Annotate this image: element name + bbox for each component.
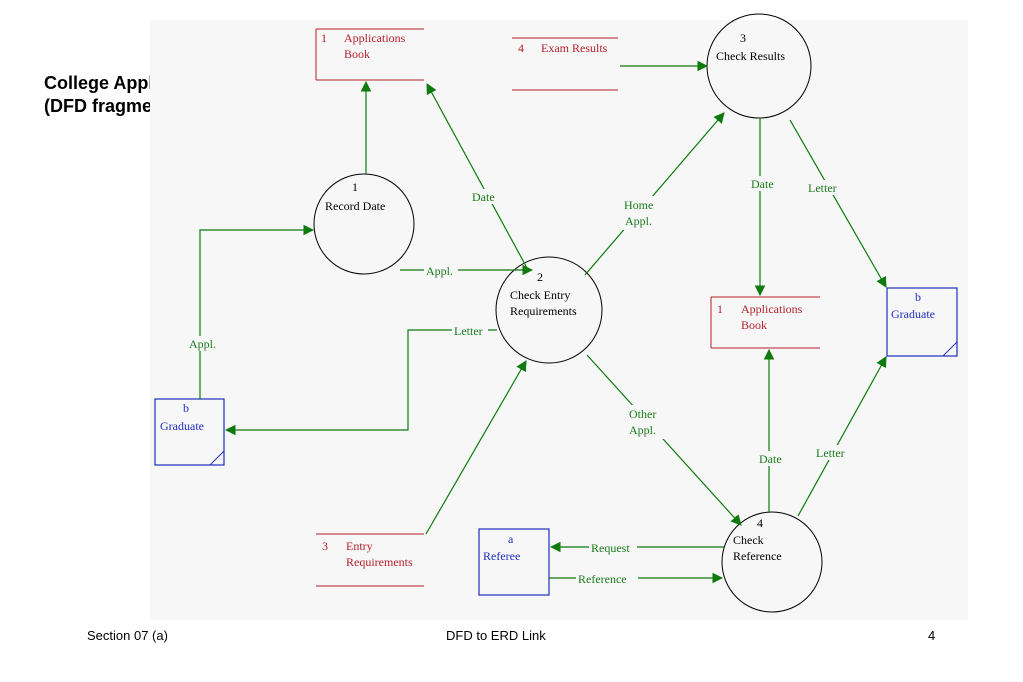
flow-labels: Appl. Appl. Date Letter Home Appl. Other…	[186, 176, 850, 586]
process-label: Check	[733, 533, 764, 547]
footer-title: DFD to ERD Link	[446, 628, 546, 643]
store-number: 1	[321, 31, 327, 45]
flow-label: Appl.	[189, 337, 216, 351]
diagram-canvas	[150, 20, 968, 620]
process-label: Reference	[733, 549, 782, 563]
store-label: Exam Results	[541, 41, 608, 55]
footer-page-number: 4	[928, 628, 936, 643]
process-label: Check Entry	[510, 288, 570, 302]
entity-code: a	[508, 532, 514, 546]
process-check-entry-requirements: 2 Check Entry Requirements	[495, 256, 603, 364]
flow-home-appl	[584, 112, 725, 276]
entity-name: Referee	[483, 549, 520, 563]
flow-label: Date	[472, 190, 495, 204]
process-number: 4	[757, 516, 763, 530]
flow-label: Appl.	[625, 214, 652, 228]
store-label: Applications	[344, 31, 406, 45]
flow-entry-requirements-to-check-entry	[425, 360, 527, 535]
process-number: 1	[352, 180, 358, 194]
store-applications-book-top: 1 Applications Book	[315, 28, 424, 81]
flow-label: Letter	[808, 181, 837, 195]
flow-label: Date	[751, 177, 774, 191]
process-number: 2	[537, 270, 543, 284]
process-label: Check Results	[716, 49, 785, 63]
process-label: Requirements	[510, 304, 577, 318]
process-check-results: 3 Check Results	[706, 13, 812, 119]
store-label: Applications	[741, 302, 803, 316]
flow-label: Appl.	[426, 264, 453, 278]
store-label: Requirements	[346, 555, 413, 569]
process-check-reference: 4 Check Reference	[721, 511, 823, 613]
store-label: Book	[741, 318, 767, 332]
dfd-diagram: 1 Record Date 2 Check Entry Requirements…	[154, 13, 958, 613]
flow-label: Letter	[454, 324, 483, 338]
entity-name: Graduate	[891, 307, 935, 321]
flow-label: Appl.	[629, 423, 656, 437]
store-label: Entry	[346, 539, 373, 553]
store-number: 1	[717, 302, 723, 316]
process-number: 3	[740, 31, 746, 45]
store-number: 3	[322, 539, 328, 553]
flow-label: Request	[591, 541, 630, 555]
flow-other-appl	[586, 354, 742, 526]
flow-date-check-entry-to-book	[426, 83, 528, 269]
store-applications-book-mid: 1 Applications Book	[710, 296, 820, 349]
store-label: Book	[344, 47, 370, 61]
process-record-date: 1 Record Date	[313, 173, 415, 275]
flow-letter-check-reference-to-graduate	[797, 356, 887, 517]
entity-graduate-right: b Graduate	[886, 287, 958, 357]
store-number: 4	[518, 41, 524, 55]
process-label: Record Date	[325, 199, 385, 213]
store-exam-results: 4 Exam Results	[512, 37, 618, 91]
flow-letter-check-results-to-graduate	[789, 119, 887, 288]
flow-label: Letter	[816, 446, 845, 460]
flow-label: Date	[759, 452, 782, 466]
entity-graduate-left: b Graduate	[154, 398, 225, 466]
entity-code: b	[183, 401, 189, 415]
entity-referee: a Referee	[478, 528, 550, 596]
footer-section: Section 07 (a)	[87, 628, 168, 643]
entity-code: b	[915, 290, 921, 304]
flow-appl-graduate-to-record-date	[199, 224, 315, 399]
flow-letter-check-entry-to-graduate	[224, 329, 497, 436]
flow-label: Reference	[578, 572, 627, 586]
flow-label: Home	[624, 198, 653, 212]
flow-label: Other	[629, 407, 656, 421]
entity-name: Graduate	[160, 419, 204, 433]
store-entry-requirements: 3 Entry Requirements	[316, 533, 424, 587]
